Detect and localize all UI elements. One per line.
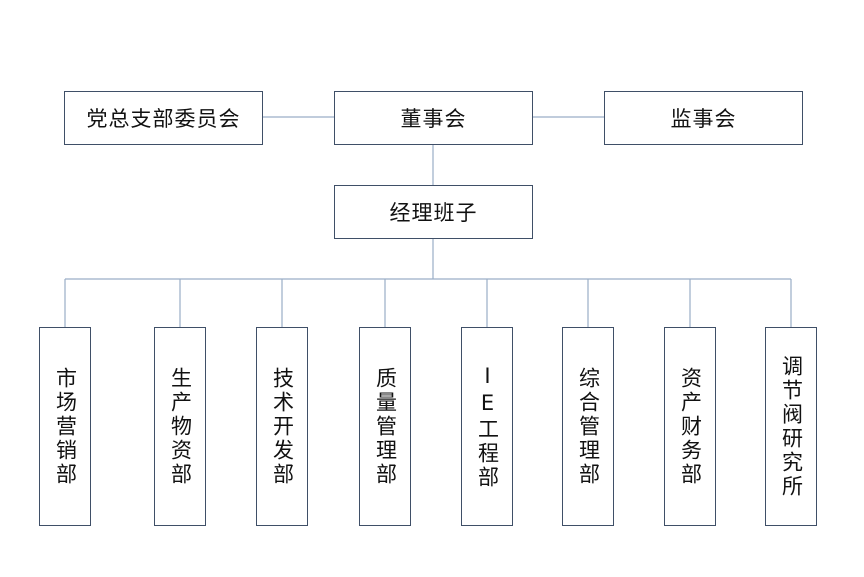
department-label: 资产财务部 bbox=[678, 366, 703, 487]
department-label: 综合管理部 bbox=[576, 366, 601, 487]
department-label: 质量管理部 bbox=[373, 366, 398, 487]
board-box: 董事会 bbox=[334, 91, 533, 145]
department-box-admin: 综合管理部 bbox=[562, 327, 614, 526]
department-box-finance: 资产财务部 bbox=[664, 327, 716, 526]
department-label: 生产物资部 bbox=[168, 366, 193, 487]
supervisors-box: 监事会 bbox=[604, 91, 803, 145]
department-box-marketing: 市场营销部 bbox=[39, 327, 91, 526]
management-box: 经理班子 bbox=[334, 185, 533, 239]
management-label: 经理班子 bbox=[389, 201, 478, 225]
department-box-tech: 技术开发部 bbox=[256, 327, 308, 526]
department-label: 调节阀研究所 bbox=[779, 354, 804, 499]
department-box-production: 生产物资部 bbox=[154, 327, 206, 526]
department-label: 技术开发部 bbox=[270, 366, 295, 487]
department-label: 市场营销部 bbox=[53, 366, 78, 487]
board-label: 董事会 bbox=[400, 107, 467, 131]
supervisors-label: 监事会 bbox=[670, 107, 737, 131]
department-box-valve-institute: 调节阀研究所 bbox=[765, 327, 817, 526]
department-box-quality: 质量管理部 bbox=[359, 327, 411, 526]
department-box-ie: IE工程部 bbox=[461, 327, 513, 526]
department-label: IE工程部 bbox=[475, 363, 500, 490]
party-committee-box: 党总支部委员会 bbox=[64, 91, 263, 145]
party-committee-label: 党总支部委员会 bbox=[86, 107, 241, 131]
